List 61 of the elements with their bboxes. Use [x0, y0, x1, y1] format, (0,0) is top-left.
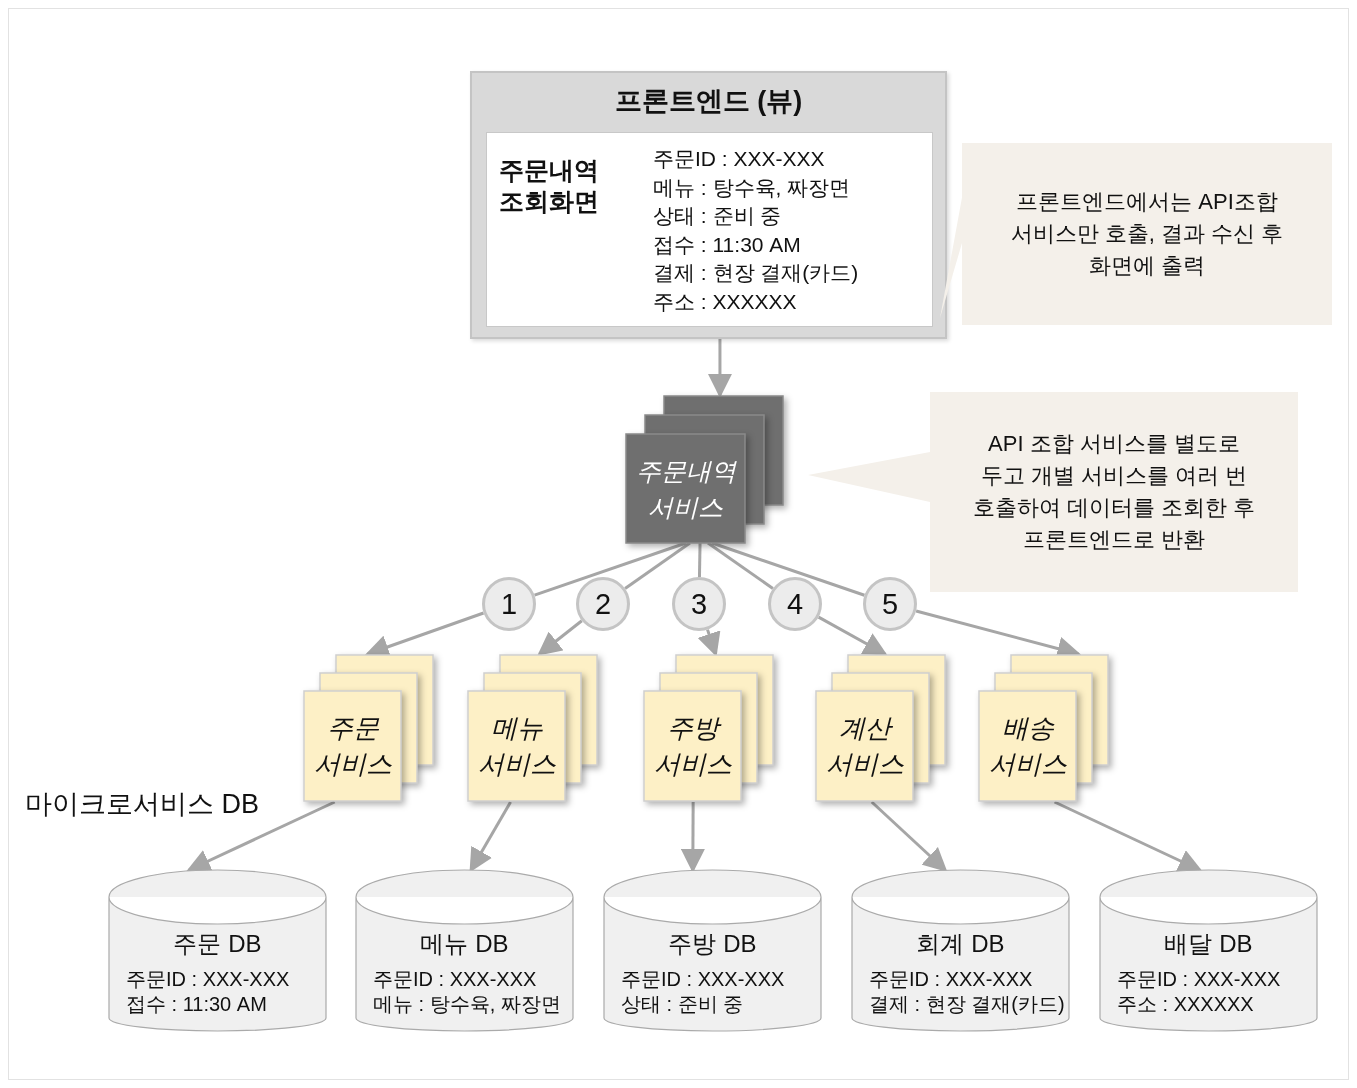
service-stack [643, 654, 775, 802]
db-name: 메뉴 DB [419, 929, 510, 959]
field-text: 메뉴 : 탕수육, 짜장면 [653, 175, 851, 200]
arrow [186, 800, 336, 872]
callout-note [808, 392, 1298, 592]
arrow [870, 800, 948, 873]
database-cylinder [1099, 870, 1318, 1032]
service-name: 주문 서비스 [312, 712, 393, 781]
field-text: 메뉴 : 탕수육, 짜장면 [373, 992, 561, 1016]
field-text: 결제 : 현장 결재(카드) [869, 992, 1065, 1016]
field-text: 주문ID : XXX-XXX [869, 967, 1033, 991]
screen-title: 주문내역 조회화면 [499, 155, 600, 217]
field-text: 주소 : XXXXXX [653, 289, 797, 314]
field-text: 주소 : XXXXXX [1117, 992, 1254, 1016]
step-number: 3 [672, 577, 726, 631]
arrow [817, 615, 888, 656]
arrow [680, 802, 705, 873]
step-number: 4 [768, 577, 822, 631]
field-text: 주문ID : XXX-XXX [653, 147, 825, 171]
arrow [707, 339, 732, 398]
database-cylinder [603, 870, 822, 1032]
service-name: 주방 서비스 [652, 712, 733, 781]
screen-frame [470, 71, 947, 339]
service-name: 메뉴 서비스 [476, 712, 557, 781]
step-number: 2 [576, 577, 630, 631]
field-text: 주문ID : XXX-XXX [621, 967, 785, 991]
connector-line [697, 542, 702, 578]
field-text: 주문ID : XXX-XXX [1117, 967, 1281, 991]
service-name: 계산 서비스 [824, 712, 905, 781]
db-name: 주방 DB [667, 929, 758, 959]
field-text: 결제 : 현장 결재(카드) [653, 261, 859, 285]
field-text: 접수 : 11:30 AM [126, 992, 267, 1016]
heading: 프론트엔드 (뷰) [613, 85, 804, 118]
arrow [537, 619, 583, 656]
field-text: 주문ID : XXX-XXX [373, 967, 537, 991]
note-text: 프론트엔드에서는 API조합 서비스만 호출, 결과 수신 후 화면에 출력 [1009, 188, 1285, 280]
db-name: 주문 DB [172, 929, 263, 959]
callout-note [940, 143, 1332, 325]
service-stack [303, 654, 435, 802]
service-name: 주문내역 서비스 [634, 455, 738, 523]
db-name: 배달 DB [1163, 929, 1254, 959]
arrow [697, 629, 721, 657]
field-text: 상태 : 준비 중 [653, 204, 782, 228]
screen-box [486, 132, 933, 327]
service-name: 배송 서비스 [987, 712, 1068, 781]
database-cylinder [355, 870, 574, 1032]
step-number: 1 [482, 577, 536, 631]
service-stack [978, 654, 1110, 802]
arrow [1053, 800, 1203, 872]
field-text: 주문ID : XXX-XXX [126, 967, 290, 991]
field-text: 상태 : 준비 중 [621, 992, 744, 1016]
step-number: 5 [863, 577, 917, 631]
db-name: 회계 DB [915, 929, 1006, 959]
database-cylinder [851, 870, 1070, 1032]
database-cylinder [108, 870, 327, 1032]
service-stack [625, 395, 783, 543]
service-stack [815, 654, 947, 802]
section-label: 마이크로서비스 DB [25, 788, 259, 821]
field-text: 접수 : 11:30 AM [653, 232, 801, 257]
note-text: API 조합 서비스를 별도로 두고 개별 서비스를 여러 번 호출하여 데이터를 조회한 후 프론트엔드로 반환 [971, 430, 1257, 554]
service-stack [467, 654, 599, 802]
